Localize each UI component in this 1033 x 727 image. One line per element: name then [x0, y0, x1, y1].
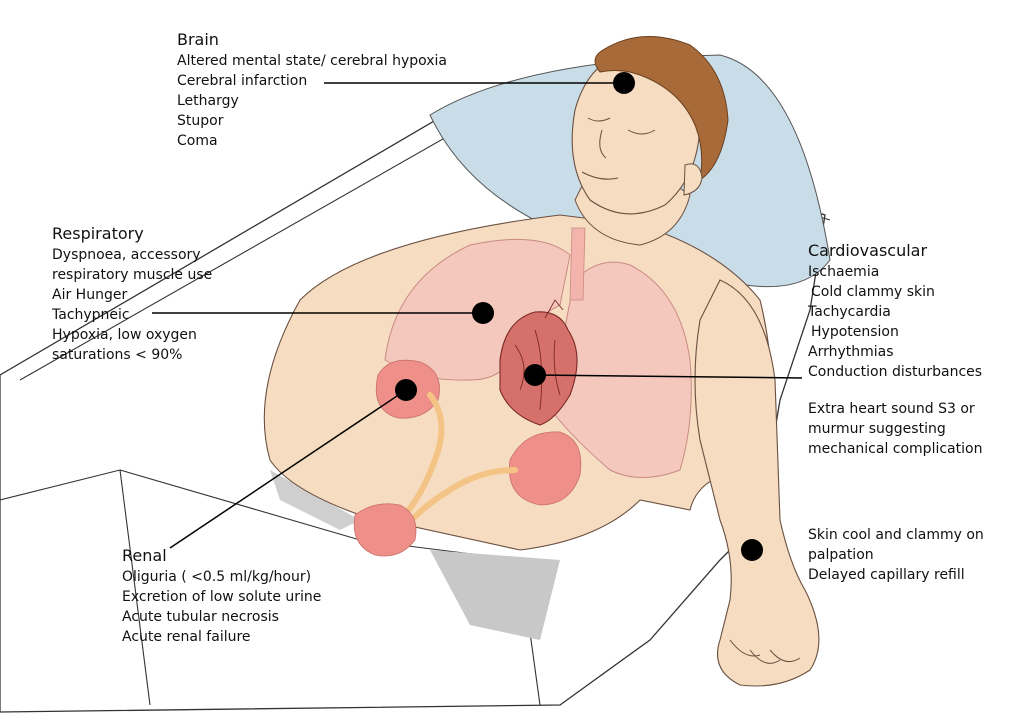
- renal-marker: [395, 379, 417, 401]
- closed-eye-left: [587, 117, 611, 122]
- renal-leader-line: [169, 389, 407, 549]
- mattress-side: [0, 469, 151, 706]
- cardiovascular-item: Hypotension: [811, 324, 899, 340]
- cardiovascular-title: Cardiovascular: [808, 241, 928, 260]
- left-ureter: [397, 392, 445, 523]
- mouth: [581, 171, 619, 180]
- right-kidney: [508, 431, 582, 506]
- brain-marker: [613, 72, 635, 94]
- cardiovascular-extra-item: murmur suggesting: [808, 421, 946, 437]
- respiratory-marker: [472, 302, 494, 324]
- brain-item: Cerebral infarction: [177, 73, 308, 89]
- cardiovascular-item: Arrhythmias: [808, 344, 894, 360]
- cardiovascular-extra-item: Extra heart sound S3 or: [808, 401, 975, 417]
- renal-label-block: Renal Oliguria ( <0.5 ml/kg/hour) Excret…: [122, 545, 321, 647]
- respiratory-item: respiratory muscle use: [52, 267, 213, 283]
- brain-item: Coma: [177, 133, 218, 149]
- brain-label-block: Brain Altered mental state/ cerebral hyp…: [177, 29, 447, 151]
- cardiovascular-item: Tachycardia: [808, 304, 891, 320]
- respiratory-title: Respiratory: [52, 224, 144, 243]
- respiratory-item: Tachypneic: [52, 307, 130, 323]
- respiratory-item: Dyspnoea, accessory: [52, 247, 201, 263]
- brain-title: Brain: [177, 30, 219, 49]
- respiratory-label-block: Respiratory Dyspnoea, accessory respirat…: [52, 223, 212, 365]
- renal-item: Oliguria ( <0.5 ml/kg/hour): [122, 569, 312, 585]
- bladder: [353, 503, 417, 557]
- skin-marker: [741, 539, 763, 561]
- cardiovascular-extra-block: Extra heart sound S3 or murmur suggestin…: [808, 399, 982, 459]
- cardiovascular-item: Conduction disturbances: [808, 364, 983, 380]
- bed-shadow: [430, 550, 560, 640]
- brain-item: Altered mental state/ cerebral hypoxia: [177, 53, 447, 69]
- cardiovascular-item: Ischaemia: [808, 264, 880, 280]
- brain-item: Stupor: [177, 113, 224, 129]
- cardiovascular-item: Cold clammy skin: [811, 284, 935, 300]
- closed-eye-right: [627, 129, 656, 135]
- bed-shadow-left: [270, 470, 360, 530]
- renal-title: Renal: [122, 546, 167, 565]
- hand-fingers: [729, 639, 801, 664]
- respiratory-item: Hypoxia, low oxygen: [52, 327, 197, 343]
- trachea: [569, 227, 586, 301]
- skin-item: Skin cool and clammy on: [808, 527, 984, 543]
- skin-item: palpation: [808, 547, 874, 563]
- right-ureter: [407, 467, 518, 525]
- cardiovascular-extra-item: mechanical complication: [808, 441, 983, 457]
- skin-label-block: Skin cool and clammy on palpation Delaye…: [808, 525, 984, 585]
- respiratory-item: saturations < 90%: [52, 347, 183, 363]
- ear: [683, 163, 703, 196]
- brain-item: Lethargy: [177, 93, 239, 109]
- hair: [594, 36, 729, 182]
- respiratory-item: Air Hunger: [52, 287, 128, 303]
- renal-item: Acute renal failure: [122, 629, 251, 645]
- cardiovascular-label-block: Cardiovascular Ischaemia Cold clammy ski…: [808, 240, 982, 382]
- heart-vessels: [514, 299, 564, 411]
- renal-item: Excretion of low solute urine: [122, 589, 322, 605]
- skin-item: Delayed capillary refill: [808, 567, 965, 583]
- cardiovascular-leader-line: [534, 374, 803, 379]
- arm: [694, 279, 820, 687]
- cardiovascular-marker: [524, 364, 546, 386]
- renal-item: Acute tubular necrosis: [122, 609, 279, 625]
- nose: [599, 129, 607, 159]
